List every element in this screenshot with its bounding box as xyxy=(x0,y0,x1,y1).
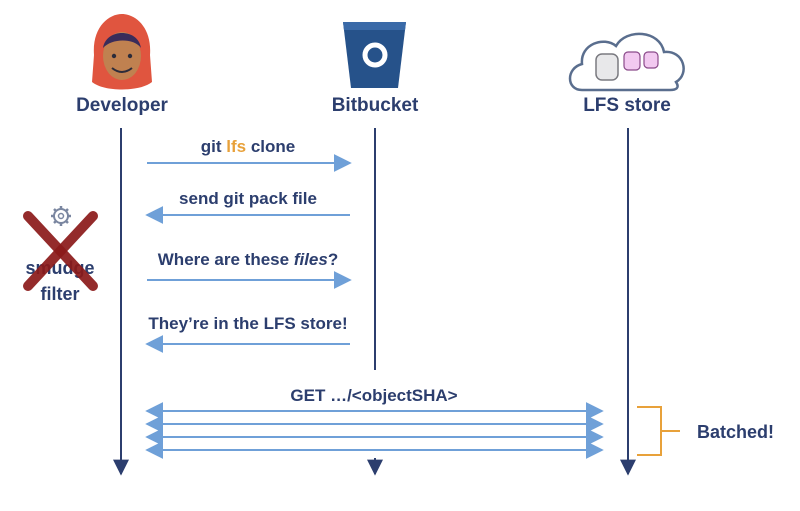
smudge-filter-line2: filter xyxy=(40,284,80,304)
lfs-store-label: LFS store xyxy=(583,95,671,116)
bitbucket-logo-icon xyxy=(343,22,406,88)
bitbucket-label: Bitbucket xyxy=(331,95,419,116)
theyre-message: They’re in the LFS store! xyxy=(148,314,348,333)
lfs-cloud-icon xyxy=(568,32,685,92)
batched-bracket xyxy=(637,406,680,456)
clone-message-highlight: lfs xyxy=(226,137,247,156)
pack-message: send git pack file xyxy=(179,189,317,208)
where-message: Where are these files? xyxy=(158,250,338,270)
developer-label: Developer xyxy=(76,95,168,116)
clone-message-prefix: git xyxy=(200,137,227,156)
clone-message: git lfs clone xyxy=(201,137,295,157)
where-message-suffix: ? xyxy=(327,250,339,269)
gear-icon xyxy=(51,206,71,226)
get-message: GET …/<objectSHA> xyxy=(290,386,458,405)
where-message-emph: files xyxy=(293,250,328,269)
clone-message-suffix: clone xyxy=(246,137,296,156)
where-message-prefix: Where are these xyxy=(157,250,294,269)
batched-label: Batched! xyxy=(697,422,775,442)
developer-avatar-icon xyxy=(92,14,152,90)
